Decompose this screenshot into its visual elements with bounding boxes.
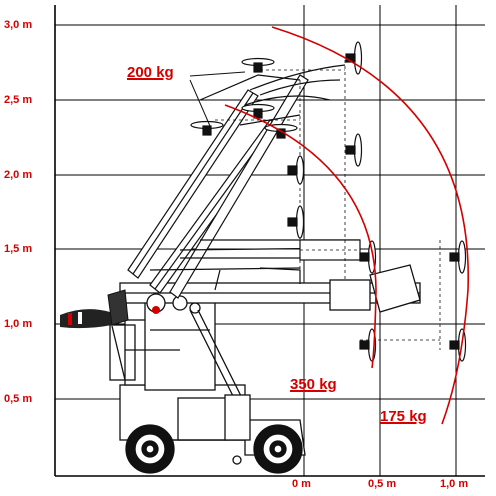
- wheel-icon: [125, 424, 303, 474]
- label-leaders: [189, 71, 246, 127]
- y-tick-1-5: 1,5 m: [4, 243, 33, 255]
- y-tick-3-0: 3,0 m: [4, 19, 33, 31]
- curve-175kg: [271, 26, 469, 425]
- control-handle-icon: [60, 289, 129, 381]
- x-tick-0: 0 m: [292, 478, 311, 490]
- load-label-350kg: 350 kg: [290, 376, 337, 393]
- load-label-200kg: 200 kg: [127, 64, 174, 81]
- x-tick-1-0: 1,0 m: [440, 478, 469, 490]
- curve-350kg: [224, 104, 377, 369]
- y-tick-0-5: 0,5 m: [4, 393, 33, 405]
- y-tick-2-0: 2,0 m: [4, 169, 33, 181]
- reach-guides: [215, 60, 441, 350]
- y-tick-1-0: 1,0 m: [4, 318, 33, 330]
- y-tick-2-5: 2,5 m: [4, 94, 33, 106]
- load-label-175kg: 175 kg: [380, 408, 427, 425]
- x-tick-0-5: 0,5 m: [368, 478, 397, 490]
- load-curves: [224, 26, 469, 425]
